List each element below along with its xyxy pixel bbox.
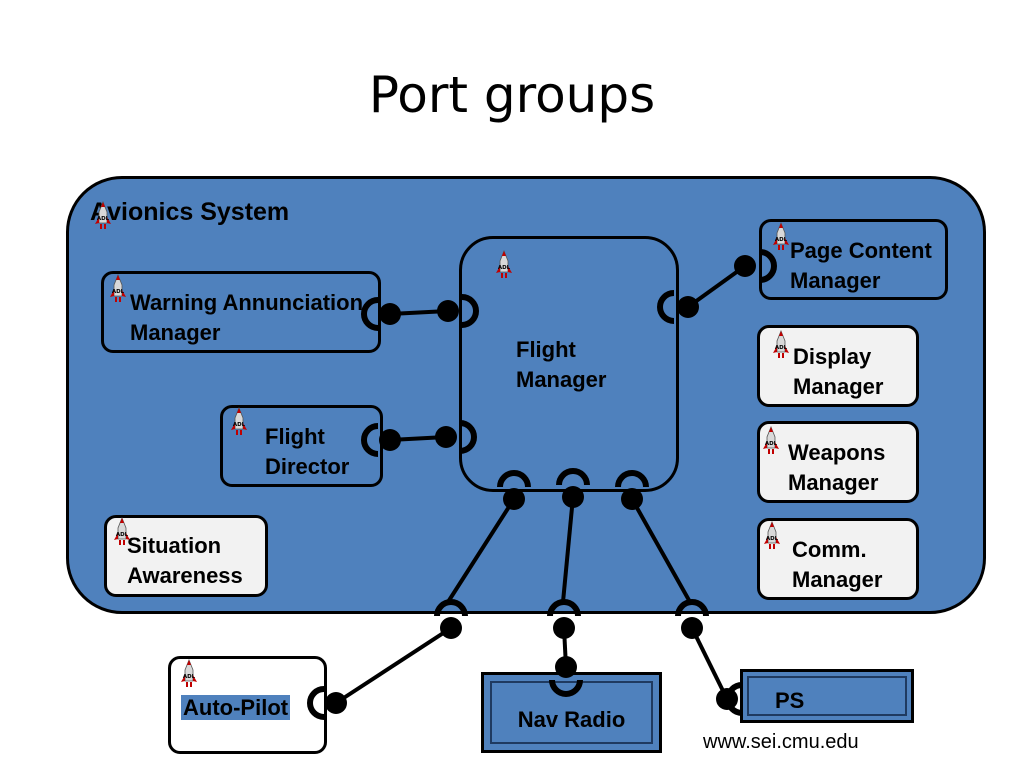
page-content-line2: Manager <box>790 268 881 293</box>
port-group-arc <box>615 470 649 488</box>
ps-label: PS <box>775 688 805 713</box>
aadl-icon-text: ADL <box>775 237 788 243</box>
aadl-icon-text: ADL <box>765 441 778 447</box>
aadl-icon-text: ADL <box>498 265 511 271</box>
display-line2: Manager <box>793 374 884 399</box>
ps-device: PS <box>740 669 914 723</box>
system-label: Avionics System <box>90 198 290 226</box>
aadl-icon-text: ADL <box>775 345 788 351</box>
port-group-arc <box>459 420 477 454</box>
page-content-manager: Page Content Manager <box>759 219 948 300</box>
port-group-arc <box>497 470 531 488</box>
port-dot <box>553 617 575 639</box>
port-group-arc <box>307 686 325 720</box>
port-dot <box>503 488 525 510</box>
flight-manager-line1: Flight <box>516 337 576 362</box>
port-group-arc <box>556 468 590 486</box>
port-dot <box>734 255 756 277</box>
port-group-arc <box>361 423 379 457</box>
conn-fm-pagecontent <box>686 264 747 309</box>
footer-url: www.sei.cmu.edu <box>703 731 859 753</box>
aadl-icon-situation: ADL <box>114 517 130 545</box>
port-group-arc <box>675 599 709 617</box>
conn-autopilot-b <box>334 626 453 705</box>
aadl-icon-weapons: ADL <box>763 426 779 454</box>
aadl-icon-page-content: ADL <box>773 222 789 250</box>
flight-director-line2: Director <box>265 454 350 479</box>
warning-line1: Warning Annunciation <box>130 290 364 315</box>
aadl-icon-text: ADL <box>766 536 779 542</box>
port-group-arc <box>361 297 379 331</box>
port-dot <box>621 488 643 510</box>
nav-radio-label: Nav Radio <box>517 707 626 732</box>
situation-line1: Situation <box>127 533 222 558</box>
port-group-arc <box>725 682 743 716</box>
auto-pilot-label: Auto-Pilot <box>181 695 291 720</box>
auto-pilot: Auto-Pilot <box>168 656 327 754</box>
comm-line1: Comm. <box>792 537 867 562</box>
weapons-line1: Weapons <box>788 440 886 465</box>
port-dot <box>562 486 584 508</box>
weapons-manager: Weapons Manager <box>757 421 919 503</box>
situation-line2: Awareness <box>127 563 243 588</box>
port-dot <box>440 617 462 639</box>
port-group-arc <box>759 249 777 283</box>
aadl-icon-warning: ADL <box>110 274 126 302</box>
comm-line2: Manager <box>792 567 883 592</box>
flight-manager: Flight Manager <box>459 236 679 492</box>
conn-fm-ps-a <box>630 498 692 603</box>
aadl-icon-text: ADL <box>112 289 125 295</box>
display-manager: Display Manager <box>757 325 919 407</box>
aadl-icon-text: ADL <box>183 674 196 680</box>
aadl-icon-text: ADL <box>116 532 129 538</box>
port-dot <box>681 617 703 639</box>
situation-awareness: Situation Awareness <box>104 515 268 597</box>
aadl-icon-display: ADL <box>773 330 789 358</box>
flight-director-line1: Flight <box>265 424 325 449</box>
aadl-icon-comm: ADL <box>764 521 780 549</box>
display-line1: Display <box>793 344 872 369</box>
port-dot <box>555 656 577 678</box>
flight-director: Flight Director <box>220 405 383 487</box>
port-dot <box>379 303 401 325</box>
aadl-icon-text: ADL <box>233 422 246 428</box>
port-dot <box>435 426 457 448</box>
comm-manager: Comm. Manager <box>757 518 919 600</box>
conn-fm-autopilot-a <box>446 497 516 604</box>
flight-manager-line2: Manager <box>516 367 607 392</box>
warning-line2: Manager <box>130 320 221 345</box>
aadl-icon-system: ADL <box>95 201 111 229</box>
port-group-arc <box>434 599 468 617</box>
port-group-arc <box>657 290 675 324</box>
conn-ps-b <box>690 627 729 700</box>
aadl-icon-flight-director: ADL <box>231 407 247 435</box>
port-dot <box>677 296 699 318</box>
ps-bevel <box>747 676 907 716</box>
port-group-arc <box>461 294 479 328</box>
port-dot <box>437 300 459 322</box>
port-group-arc <box>547 599 581 617</box>
aadl-icon-autopilot: ADL <box>181 659 197 687</box>
aadl-icon-text: ADL <box>97 216 110 222</box>
port-dot <box>325 692 347 714</box>
port-dot <box>379 429 401 451</box>
aadl-icon-flight-manager: ADL <box>496 250 512 278</box>
conn-fm-navradio-a <box>561 496 575 603</box>
port-group-arc <box>549 679 583 697</box>
weapons-line2: Manager <box>788 470 879 495</box>
slide-title: Port groups <box>368 66 656 124</box>
page-content-line1: Page Content <box>790 238 932 263</box>
